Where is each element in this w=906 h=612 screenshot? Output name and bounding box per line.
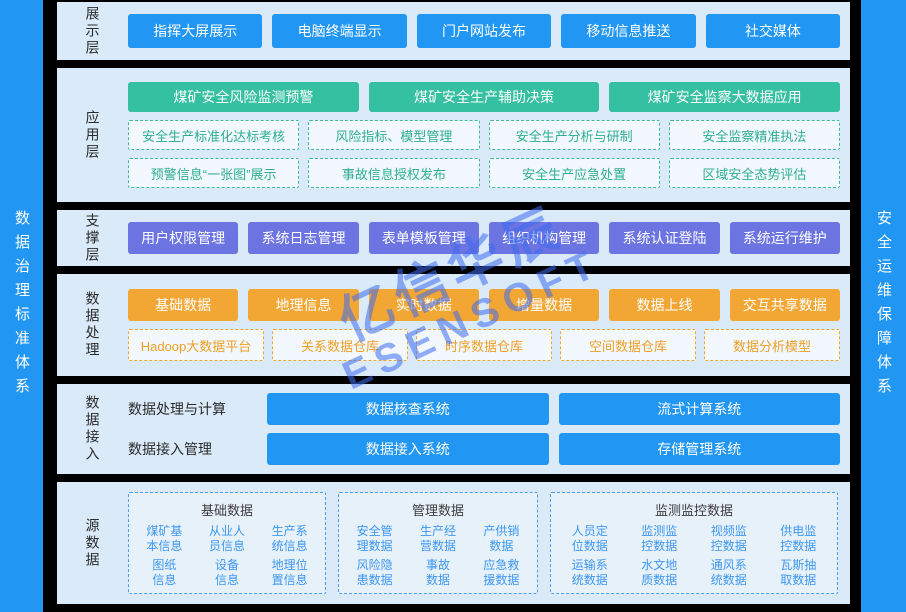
processing-button-basic-data[interactable]: 基础数据 <box>128 289 239 321</box>
support-layer-panel: 支撑层 用户权限管理 系统日志管理 表单模板管理 组织机构管理 系统认证登陆 系… <box>57 210 850 266</box>
app-feature-analysis-research[interactable]: 安全生产分析与研制 <box>488 120 660 150</box>
app-feature-precise-enforcement[interactable]: 安全监察精准执法 <box>668 120 840 150</box>
access-row-label-compute: 数据处理与计算 <box>128 401 226 417</box>
source-item-mine-basic-info: 煤矿基 本信息 <box>146 524 183 554</box>
processing-button-data-online[interactable]: 数据上线 <box>609 289 720 321</box>
access-layer-label: 数据接入 <box>84 395 101 463</box>
source-item-accident-data: 事故 数据 <box>425 557 450 587</box>
app-feature-regional-assessment[interactable]: 区域安全态势评估 <box>668 158 840 188</box>
processing-button-shared-data[interactable]: 交互共享数据 <box>729 289 840 321</box>
display-layer-label: 展示层 <box>84 5 101 57</box>
right-banner: 安全运维保障体系 <box>861 0 906 612</box>
app-button-decision-support[interactable]: 煤矿安全生产辅助决策 <box>368 82 600 112</box>
display-layer-panel: 展示层 指挥大屏展示 电脑终端显示 门户网站发布 移动信息推送 社交媒体 <box>57 2 850 60</box>
left-banner-label: 数据治理标准体系 <box>13 210 30 402</box>
support-button-operation-maintenance[interactable]: 系统运行维护 <box>729 222 840 254</box>
source-item-ventilation-system-data: 通风系 统数据 <box>710 557 747 587</box>
processing-feature-timeseries-warehouse[interactable]: 时序数据仓库 <box>416 329 552 361</box>
source-item-emergency-rescue-data: 应急救 援数据 <box>483 557 520 587</box>
app-feature-accident-release[interactable]: 事故信息授权发布 <box>308 158 480 188</box>
source-item-equipment-info: 设备 信息 <box>214 557 239 587</box>
source-item-production-operation-data: 生产经 营数据 <box>419 524 456 554</box>
processing-feature-spatial-warehouse[interactable]: 空间数据仓库 <box>560 329 696 361</box>
support-button-form-template[interactable]: 表单模板管理 <box>368 222 479 254</box>
support-button-user-permission[interactable]: 用户权限管理 <box>128 222 239 254</box>
app-button-bigdata-supervision[interactable]: 煤矿安全监察大数据应用 <box>609 82 841 112</box>
display-button-mobile-push[interactable]: 移动信息推送 <box>561 14 696 48</box>
access-button-data-check-system[interactable]: 数据核查系统 <box>267 393 549 425</box>
app-button-risk-monitoring[interactable]: 煤矿安全风险监测预警 <box>128 82 359 112</box>
app-feature-emergency-response[interactable]: 安全生产应急处置 <box>488 158 660 188</box>
source-item-transport-system-data: 运输系 统数据 <box>571 557 608 587</box>
access-layer-panel: 数据接入 数据处理与计算 数据核查系统 流式计算系统 数据接入管理 数据接入系统… <box>57 384 850 474</box>
processing-layer-panel: 数据处理 基础数据 地理信息 实时数据 增量数据 数据上线 交互共享数据 Had… <box>57 274 850 376</box>
source-group-basic-data: 基础数据 煤矿基 本信息 从业人 员信息 生产系 统信息 图纸 信息 设备 信息… <box>128 492 326 594</box>
app-feature-risk-model[interactable]: 风险指标、模型管理 <box>308 120 480 150</box>
display-button-big-screen[interactable]: 指挥大屏展示 <box>128 14 263 48</box>
processing-button-geo-info[interactable]: 地理信息 <box>248 289 359 321</box>
source-group-title: 基础数据 <box>200 503 253 518</box>
source-item-power-monitoring-data: 供电监 控数据 <box>780 524 817 554</box>
display-button-portal[interactable]: 门户网站发布 <box>416 14 552 48</box>
application-layer-panel: 应用层 煤矿安全风险监测预警 煤矿安全生产辅助决策 煤矿安全监察大数据应用 安全… <box>57 68 850 202</box>
processing-feature-relational-warehouse[interactable]: 关系数据仓库 <box>272 329 408 361</box>
source-layer-panel: 源数据 基础数据 煤矿基 本信息 从业人 员信息 生产系 统信息 图纸 信息 设… <box>57 482 850 604</box>
left-banner: 数据治理标准体系 <box>0 0 43 612</box>
access-button-stream-computing-system[interactable]: 流式计算系统 <box>558 393 840 425</box>
source-item-supply-sales-data: 产供销 数据 <box>483 524 520 554</box>
processing-feature-analysis-model[interactable]: 数据分析模型 <box>704 329 840 361</box>
source-group-monitoring-data: 监测监控数据 人员定 位数据 监测监 控数据 视频监 控数据 供电监 控数据 运… <box>550 492 838 594</box>
support-button-auth-login[interactable]: 系统认证登陆 <box>609 222 720 254</box>
source-item-employee-info: 从业人 员信息 <box>208 524 245 554</box>
processing-feature-hadoop-platform[interactable]: Hadoop大数据平台 <box>128 329 264 361</box>
support-button-organization[interactable]: 组织机构管理 <box>488 222 600 254</box>
access-button-data-access-system[interactable]: 数据接入系统 <box>267 433 549 465</box>
source-layer-label: 源数据 <box>84 517 101 569</box>
display-button-social-media[interactable]: 社交媒体 <box>705 14 841 48</box>
source-item-production-system-info: 生产系 统信息 <box>271 524 308 554</box>
source-item-hydrogeology-data: 水文地 质数据 <box>641 557 678 587</box>
source-group-title: 管理数据 <box>411 503 464 518</box>
processing-button-incremental-data[interactable]: 增量数据 <box>488 289 600 321</box>
source-item-monitoring-control-data: 监测监 控数据 <box>641 524 678 554</box>
app-feature-warning-map[interactable]: 预警信息“一张图”展示 <box>128 158 300 188</box>
support-button-system-log[interactable]: 系统日志管理 <box>248 222 359 254</box>
right-banner-label: 安全运维保障体系 <box>875 210 892 402</box>
application-layer-label: 应用层 <box>84 109 101 161</box>
processing-button-realtime-data[interactable]: 实时数据 <box>368 289 479 321</box>
source-item-video-surveillance-data: 视频监 控数据 <box>710 524 747 554</box>
source-item-geo-location-info: 地理位 置信息 <box>271 557 308 587</box>
source-group-title: 监测监控数据 <box>654 503 733 518</box>
source-item-drawing-info: 图纸 信息 <box>152 557 177 587</box>
processing-layer-label: 数据处理 <box>84 291 101 359</box>
source-group-management-data: 管理数据 安全管 理数据 生产经 营数据 产供销 数据 风险隐 患数据 事故 数… <box>338 492 538 594</box>
source-item-gas-extraction-data: 瓦斯抽 取数据 <box>780 557 817 587</box>
source-item-safety-management-data: 安全管 理数据 <box>356 524 393 554</box>
access-button-storage-management-system[interactable]: 存储管理系统 <box>558 433 840 465</box>
source-item-personnel-location-data: 人员定 位数据 <box>571 524 608 554</box>
source-item-hidden-risk-data: 风险隐 患数据 <box>356 557 393 587</box>
app-feature-standard-assessment[interactable]: 安全生产标准化达标考核 <box>128 120 300 150</box>
display-button-pc-terminal[interactable]: 电脑终端显示 <box>272 14 407 48</box>
access-row-label-ingest: 数据接入管理 <box>128 441 212 457</box>
support-layer-label: 支撑层 <box>84 212 101 264</box>
